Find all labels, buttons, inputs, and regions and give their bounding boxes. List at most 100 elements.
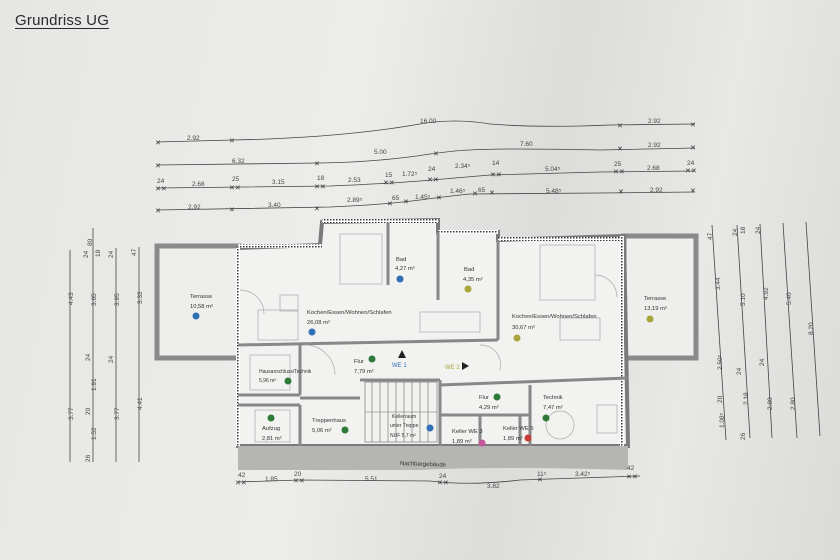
left-dimension-values: 4.43 3.77 80 18 24 3.65 24 1.91 20 1.52 … [68,238,144,462]
bottom-dimension-values: 42 1.85 20 5.51 24 3.82 11⁵ 3.42⁵ 42 [238,465,635,490]
building-walls [154,217,699,470]
svg-text:42: 42 [627,465,635,472]
svg-text:✕: ✕ [617,146,623,153]
svg-text:25: 25 [232,176,240,183]
svg-text:65: 65 [392,195,400,202]
room-treppenhaus: Treppenhaus 5,06 m² [312,418,349,434]
svg-text:80: 80 [87,238,94,246]
svg-text:Bad: Bad [464,267,474,273]
svg-text:✕: ✕ [155,163,161,170]
svg-text:2.92: 2.92 [188,204,201,211]
svg-text:5.10: 5.10 [740,293,747,306]
svg-text:✕: ✕ [229,207,235,214]
svg-text:24: 24 [108,355,115,363]
svg-text:Bad: Bad [396,257,406,263]
svg-text:✕: ✕ [314,206,320,213]
svg-text:WE 2: WE 2 [445,365,460,371]
svg-text:2,81 m²: 2,81 m² [262,436,282,442]
we1-marker: WE 1 [392,350,407,369]
svg-text:Kochen/Essen/Wohnen/Schlafen: Kochen/Essen/Wohnen/Schlafen [512,314,597,320]
svg-text:1.91: 1.91 [91,378,98,391]
svg-text:✕: ✕ [433,151,439,158]
svg-text:✕: ✕ [403,199,409,206]
svg-text:✕: ✕ [489,190,495,197]
svg-text:20: 20 [85,407,92,415]
svg-text:14: 14 [492,160,500,167]
svg-text:2.80: 2.80 [790,397,797,410]
staircase [364,381,438,443]
svg-text:4,35 m²: 4,35 m² [463,277,483,283]
svg-text:1,89 m²: 1,89 m² [503,436,523,442]
svg-text:4.43: 4.43 [68,292,75,305]
svg-text:✕: ✕ [314,161,320,168]
svg-text:24: 24 [755,226,762,234]
svg-text:24: 24 [439,473,447,480]
svg-text:✕✕: ✕✕ [626,474,638,481]
svg-text:✕: ✕ [690,188,696,195]
svg-text:5,06 m²: 5,06 m² [312,428,332,434]
room-technik: Technik 7,47 m² [542,395,563,422]
room-keller-we3: Keller WE 3 1,89 m² [452,429,486,447]
svg-text:1.45⁵: 1.45⁵ [415,194,431,201]
svg-text:24: 24 [732,228,739,236]
svg-text:Kochen/Essen/Wohnen/Schlafen: Kochen/Essen/Wohnen/Schlafen [307,310,392,316]
svg-text:7.60: 7.60 [520,141,533,148]
svg-text:47: 47 [131,248,138,256]
svg-text:3.15: 3.15 [272,179,285,186]
svg-text:1.85: 1.85 [265,476,278,483]
svg-text:24: 24 [108,250,115,258]
svg-text:5,96 m²: 5,96 m² [259,378,276,384]
svg-text:2.92: 2.92 [648,118,661,125]
svg-text:Treppenhaus: Treppenhaus [312,418,346,424]
svg-text:Keller WE 5: Keller WE 5 [503,426,534,432]
svg-text:1.08⁵: 1.08⁵ [719,412,726,428]
svg-text:unter Treppe: unter Treppe [390,423,419,429]
svg-text:✕✕: ✕✕ [235,480,247,487]
room-flur-2: Flur 4,29 m² [479,393,501,411]
room-aufzug: Aufzug 2,81 m² [262,414,282,442]
svg-text:✕✕: ✕✕ [613,169,625,176]
svg-text:47: 47 [707,232,714,240]
svg-text:5.00: 5.00 [374,149,387,156]
svg-text:✕✕: ✕✕ [427,177,439,184]
svg-text:2.68: 2.68 [647,165,660,172]
svg-text:24: 24 [83,250,90,258]
svg-text:24: 24 [687,160,695,167]
svg-text:✕: ✕ [690,145,696,152]
room-terrasse-1: Terrasse 10,58 m² [190,294,213,320]
svg-text:2.89⁵: 2.89⁵ [347,197,363,204]
svg-text:✕✕: ✕✕ [314,184,326,191]
svg-text:✕✕: ✕✕ [437,480,449,487]
svg-text:20: 20 [294,471,302,478]
svg-text:16.00: 16.00 [420,118,437,125]
top-dimension-values: 2.92 16.00 2.92 6.32 5.00 7.60 2.92 24 2… [157,118,695,211]
svg-text:Kellerraum: Kellerraum [392,414,416,420]
svg-text:Hausanschluss/Technik: Hausanschluss/Technik [259,369,312,375]
svg-text:Aufzug: Aufzug [262,426,280,432]
furniture [239,233,618,443]
svg-text:2.80: 2.80 [767,397,774,410]
svg-text:5.04⁵: 5.04⁵ [545,166,561,173]
room-unter-treppe: Kellerraum unter Treppe NUF 5,7 m² [390,414,434,439]
room-hausanschluss: Hausanschluss/Technik 5,96 m² [259,369,312,385]
svg-text:24: 24 [736,367,743,375]
svg-text:24: 24 [85,353,92,361]
svg-text:1.52: 1.52 [91,427,98,440]
svg-text:✕✕: ✕✕ [685,168,697,175]
svg-text:✕: ✕ [155,208,161,215]
svg-text:18: 18 [95,249,102,257]
svg-text:Terrasse: Terrasse [190,294,212,300]
svg-text:Technik: Technik [543,395,563,401]
bottom-dimension-ticks: ✕✕✕✕✕✕✕✕✕ [235,474,638,487]
interior-walls [237,222,629,446]
svg-text:✕: ✕ [690,122,696,129]
svg-text:1.46⁵: 1.46⁵ [450,188,466,195]
svg-text:18: 18 [317,175,325,182]
svg-text:2.92: 2.92 [648,142,661,149]
right-dimension-lines [711,221,821,441]
svg-text:4,29 m²: 4,29 m² [479,405,499,411]
svg-text:WE 1: WE 1 [392,363,407,369]
svg-text:3.65: 3.65 [91,293,98,306]
svg-text:7,47 m²: 7,47 m² [543,405,563,411]
